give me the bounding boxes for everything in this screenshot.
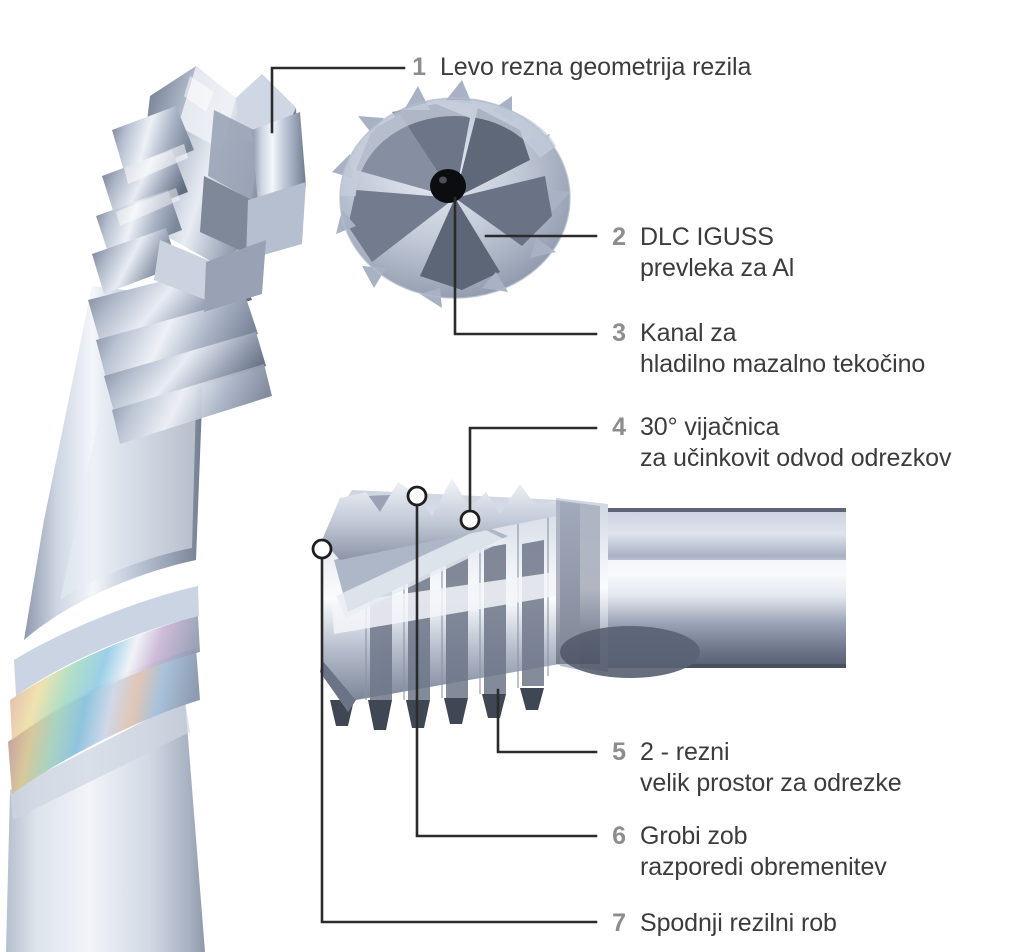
anchor-dot-4	[459, 509, 481, 531]
callout-1: 1 Levo rezna geometrija rezila	[400, 52, 751, 83]
callout-7: 7 Spodnji rezilni rob	[600, 908, 837, 939]
callout-label-4: 30° vijačnica za učinkovit odvod odrezko…	[640, 413, 952, 472]
coolant-hole-icon	[430, 169, 466, 203]
leader-line-6	[415, 502, 598, 838]
callout-2: 2 DLC IGUSS prevleka za Al	[600, 222, 794, 284]
axial-end-view	[332, 80, 571, 308]
callout-number-5: 5	[612, 738, 626, 766]
callout-label-5: 2 - rezni velik prostor za odrezke	[640, 738, 902, 797]
callout-number-4: 4	[612, 413, 626, 441]
callout-label-6: Grobi zob razporedi obremenitev	[640, 822, 887, 881]
callout-number-2: 2	[612, 223, 626, 251]
anchor-dot-6	[406, 485, 428, 507]
callout-number-6: 6	[612, 822, 626, 850]
callout-6: 6 Grobi zob razporedi obremenitev	[600, 821, 887, 883]
callout-5: 5 2 - rezni velik prostor za odrezke	[600, 737, 902, 799]
leader-anchors	[311, 485, 481, 560]
leader-line-5	[496, 688, 598, 754]
leader-line-1	[270, 66, 406, 134]
photo-end-mill	[6, 66, 306, 952]
leader-line-7	[320, 555, 598, 924]
leader-line-3	[453, 196, 598, 336]
anchor-dot-7	[311, 538, 333, 560]
leader-lines	[270, 66, 598, 924]
callout-label-7: Spodnji rezilni rob	[640, 909, 837, 937]
callout-number-7: 7	[612, 909, 626, 937]
callout-label-2: DLC IGUSS prevleka za Al	[640, 223, 795, 282]
callout-label-3: Kanal za hladilno mazalno tekočino	[640, 319, 926, 378]
callout-number-1: 1	[412, 53, 426, 81]
cad-side-view	[320, 478, 846, 730]
callout-3: 3 Kanal za hladilno mazalno tekočino	[600, 318, 925, 380]
callout-4: 4 30° vijačnica za učinkovit odvod odrez…	[600, 412, 951, 474]
callout-label-1: Levo rezna geometrija rezila	[440, 53, 752, 81]
leader-line-4	[468, 426, 598, 514]
callout-number-3: 3	[612, 319, 626, 347]
serrated-cutting-head	[92, 66, 306, 312]
